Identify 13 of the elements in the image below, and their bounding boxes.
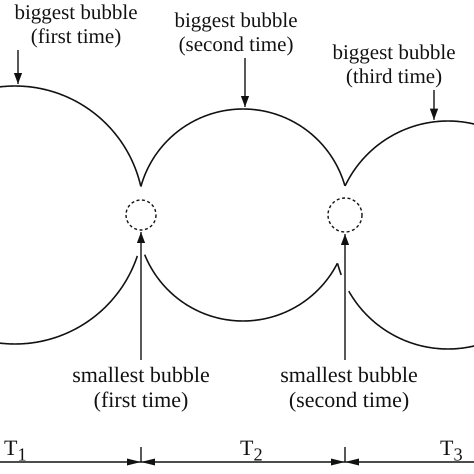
bubble-label: biggest bubble (third time): [331, 40, 457, 88]
bubble-label: smallest bubble (second time): [279, 362, 419, 412]
bubble-label: biggest bubble (second time): [173, 8, 299, 56]
interval-label: T$_{1}$: [4, 436, 27, 466]
leader-line: [430, 90, 438, 120]
bubble-label: biggest bubble (first time): [13, 0, 139, 48]
leader-line: [14, 50, 22, 84]
interval-label: T$_{3}$: [440, 436, 463, 466]
leader-line: [240, 58, 250, 108]
leader-line: [136, 232, 146, 360]
interval-label: T$_{2}$: [240, 436, 263, 466]
bubble-label: smallest bubble (first time): [71, 362, 211, 412]
leader-line: [340, 234, 350, 360]
